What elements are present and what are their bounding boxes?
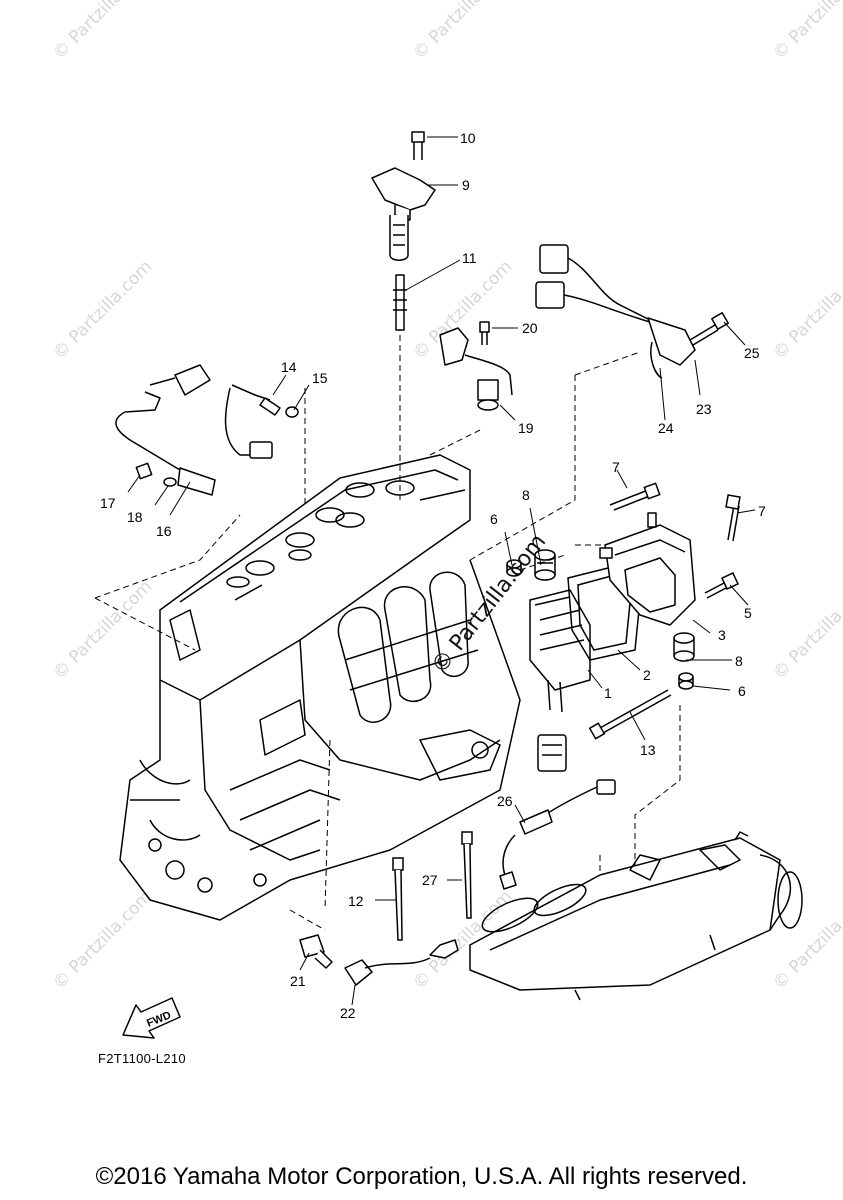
watermark-text: © Partzilla.com (49, 887, 156, 994)
callout-26: 26 (497, 793, 513, 809)
callout-labels: 10 9 11 20 19 14 15 17 18 16 25 23 24 7 … (100, 130, 766, 1021)
copyright-notice: ©2016 Yamaha Motor Corporation, U.S.A. A… (95, 1163, 748, 1190)
callout-16: 16 (156, 523, 172, 539)
watermark-text: © Partzilla.com (409, 0, 516, 64)
callout-14: 14 (281, 359, 297, 375)
callout-7: 7 (758, 503, 766, 519)
callout-8: 8 (735, 653, 743, 669)
throttle-body (599, 512, 696, 626)
fwd-arrow-icon: FWD (122, 997, 181, 1039)
callout-15: 15 (312, 370, 328, 386)
callout-20: 20 (522, 320, 538, 336)
callout-5: 5 (744, 605, 752, 621)
callout-13: 13 (640, 742, 656, 758)
callout-19: 19 (518, 420, 534, 436)
temperature-sensor (499, 779, 616, 890)
watermark-text: © Partzilla.com (769, 257, 843, 364)
intake-temp-sensors (115, 364, 299, 496)
watermark-text: © Partzilla.com (49, 257, 156, 364)
callout-27: 27 (422, 872, 438, 888)
watermark-text: © Partzilla.com (769, 577, 843, 684)
callout-23: 23 (696, 401, 712, 417)
callout-12: 12 (348, 893, 364, 909)
callout-6: 6 (738, 683, 746, 699)
callout-1: 1 (604, 685, 612, 701)
cam-position-sensor (439, 321, 513, 411)
leader-lines (127, 136, 756, 1006)
callout-8: 8 (522, 487, 530, 503)
long-bolt (588, 689, 672, 740)
callout-11: 11 (462, 250, 477, 266)
watermark-text: © Partzilla.com (769, 0, 843, 64)
cable-ties (392, 831, 473, 941)
callout-6: 6 (490, 511, 498, 527)
callout-17: 17 (100, 495, 116, 511)
grommet-set (506, 549, 695, 690)
callout-24: 24 (658, 420, 674, 436)
callout-7: 7 (612, 459, 620, 475)
ignition-coil (371, 131, 436, 331)
figure-code: F2T1100-L210 (98, 1051, 186, 1066)
bolts (609, 482, 741, 599)
callout-18: 18 (127, 509, 143, 525)
sensor-harness (535, 244, 729, 379)
callout-22: 22 (340, 1005, 356, 1021)
engine-block (119, 454, 521, 921)
lower-sensors (299, 934, 459, 986)
watermark-text: © Partzilla.com (49, 0, 156, 64)
callout-10: 10 (460, 130, 476, 146)
callout-25: 25 (744, 345, 760, 361)
callout-2: 2 (643, 667, 651, 683)
callout-9: 9 (462, 177, 470, 193)
exhaust-manifold (469, 831, 803, 1001)
control-unit (529, 589, 591, 772)
callout-21: 21 (290, 973, 306, 989)
watermark-text: © Partzilla.com (769, 887, 843, 994)
watermark-text: © Partzilla.com (49, 577, 156, 684)
callout-3: 3 (718, 627, 726, 643)
